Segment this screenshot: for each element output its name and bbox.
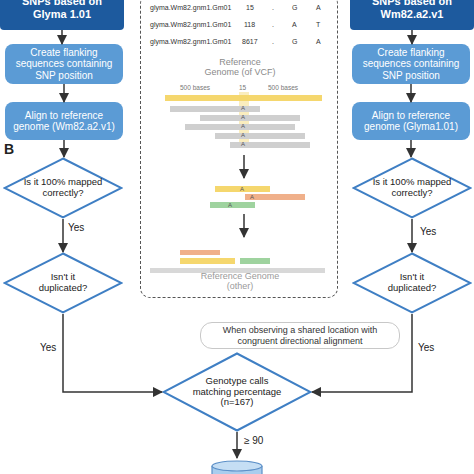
flow-arrow [62,219,64,252]
process-box: Create flanking sequences containing SNP… [5,44,123,84]
panel-heading: Reference Genome (other) [191,271,289,292]
source-box: SNPs based on Wm82.a2.v1 [350,0,474,30]
annotation-text: A [241,123,245,130]
node-text: Is it 100% mapped correctly? [21,177,105,199]
edge-label: Yes [40,342,56,353]
flow-arrow [410,84,412,102]
decision-diamond: Is it 100% mapped correctly? [3,157,123,219]
decision-diamond: Isn't it duplicated? [352,252,472,314]
annotation-text: A [316,4,321,12]
read-bar [170,106,260,112]
read-bar [215,133,305,139]
node-text: When observing a shared location with co… [209,325,391,346]
annotation-text: glyma.Wm82.gnm1.Gm01 [150,21,231,29]
read-bar [230,142,310,148]
flank-bar [210,202,255,208]
flow-arrow [236,432,238,458]
process-box: Align to reference genome (Glyma1.01) [352,102,470,140]
edge-label: Yes [418,342,434,353]
decision-diamond: Isn't it duplicated? [3,252,123,314]
annotation-text: A [241,132,245,139]
annotation-text: A [241,141,245,148]
annotation-text: glyma.Wm82.gnm1.Gm01 [150,38,231,46]
note-box: When observing a shared location with co… [200,322,400,349]
diamond-shape [5,159,122,218]
node-text: SNPs based on Wm82.a2.v1 [370,0,454,21]
panel-heading: Reference Genome (of VCF) [201,57,279,78]
annotation-text: 15 [239,84,246,91]
flow-arrow [411,219,413,252]
node-text: Align to reference genome (Wm82.a2.v1) [11,110,117,133]
annotation-text: . [272,4,274,12]
annotation-text: A [316,38,321,46]
annotation-text: A [250,194,254,201]
flow-arrow [63,314,162,392]
decision-diamond: Genotype calls matching percentage (n=16… [162,352,312,432]
flow-arrow [411,30,413,44]
annotation-text: . [272,21,274,29]
annotation-text: A [292,21,297,29]
annotation-text: ≥ 90 [244,435,263,446]
flow-arrow [63,84,65,102]
source-box: SNPs based on Glyma 1.01 [0,0,124,30]
diamond-shape [5,254,122,313]
annotation-text: A [240,186,244,193]
panel-letter: B [4,142,14,157]
node-text: Create flanking sequences containing SNP… [11,47,117,82]
diamond-shape [354,159,471,218]
annotation-text: 118 [244,21,255,29]
annotation-text: 500 bases [180,84,210,91]
annotation-text: 15 [246,4,254,12]
edge-label: Yes [68,222,84,233]
annotation-text: A [241,105,245,112]
annotation-text: A [241,114,245,121]
node-text: Align to reference genome (Glyma1.01) [358,110,464,133]
node-text: SNPs based on Glyma 1.01 [20,0,104,21]
process-box: Create flanking sequences containing SNP… [352,44,470,84]
flank-bar [180,250,220,255]
annotation-text: G [292,4,297,12]
database-top [212,461,262,471]
annotation-text: T [316,21,320,29]
flow-arrow [410,140,412,157]
step-arrow [243,155,245,178]
diamond-shape [164,354,311,431]
diamond-shape [354,254,471,313]
process-box: Align to reference genome (Wm82.a2.v1) [5,102,123,140]
node-text: Isn't it duplicated? [33,272,93,294]
annotation-text: . [272,38,274,46]
annotation-text: 8617 [242,38,258,46]
node-text: Genotype calls matching percentage (n=16… [190,376,284,409]
annotation-text: A [228,202,232,209]
node-text: Isn't it duplicated? [382,272,442,294]
flank-bar [245,194,305,200]
node-text: Is it 100% mapped correctly? [370,177,454,199]
flank-bar [215,186,270,192]
decision-diamond: Is it 100% mapped correctly? [352,157,472,219]
flank-bar [180,258,235,264]
edge-label: Yes [420,226,436,237]
step-arrow [243,214,245,237]
node-text: Create flanking sequences containing SNP… [358,47,464,82]
read-bar [200,115,300,121]
read-bar [185,124,295,130]
flank-bar [240,258,270,264]
flow-arrow [312,314,412,392]
annotation-text: G [292,38,297,46]
annotation-text: glyma.Wm82.gnm1.Gm01 [150,4,231,12]
annotation-text: 500 bases [268,84,298,91]
flow-arrow [61,30,63,44]
flow-arrow [63,140,65,157]
